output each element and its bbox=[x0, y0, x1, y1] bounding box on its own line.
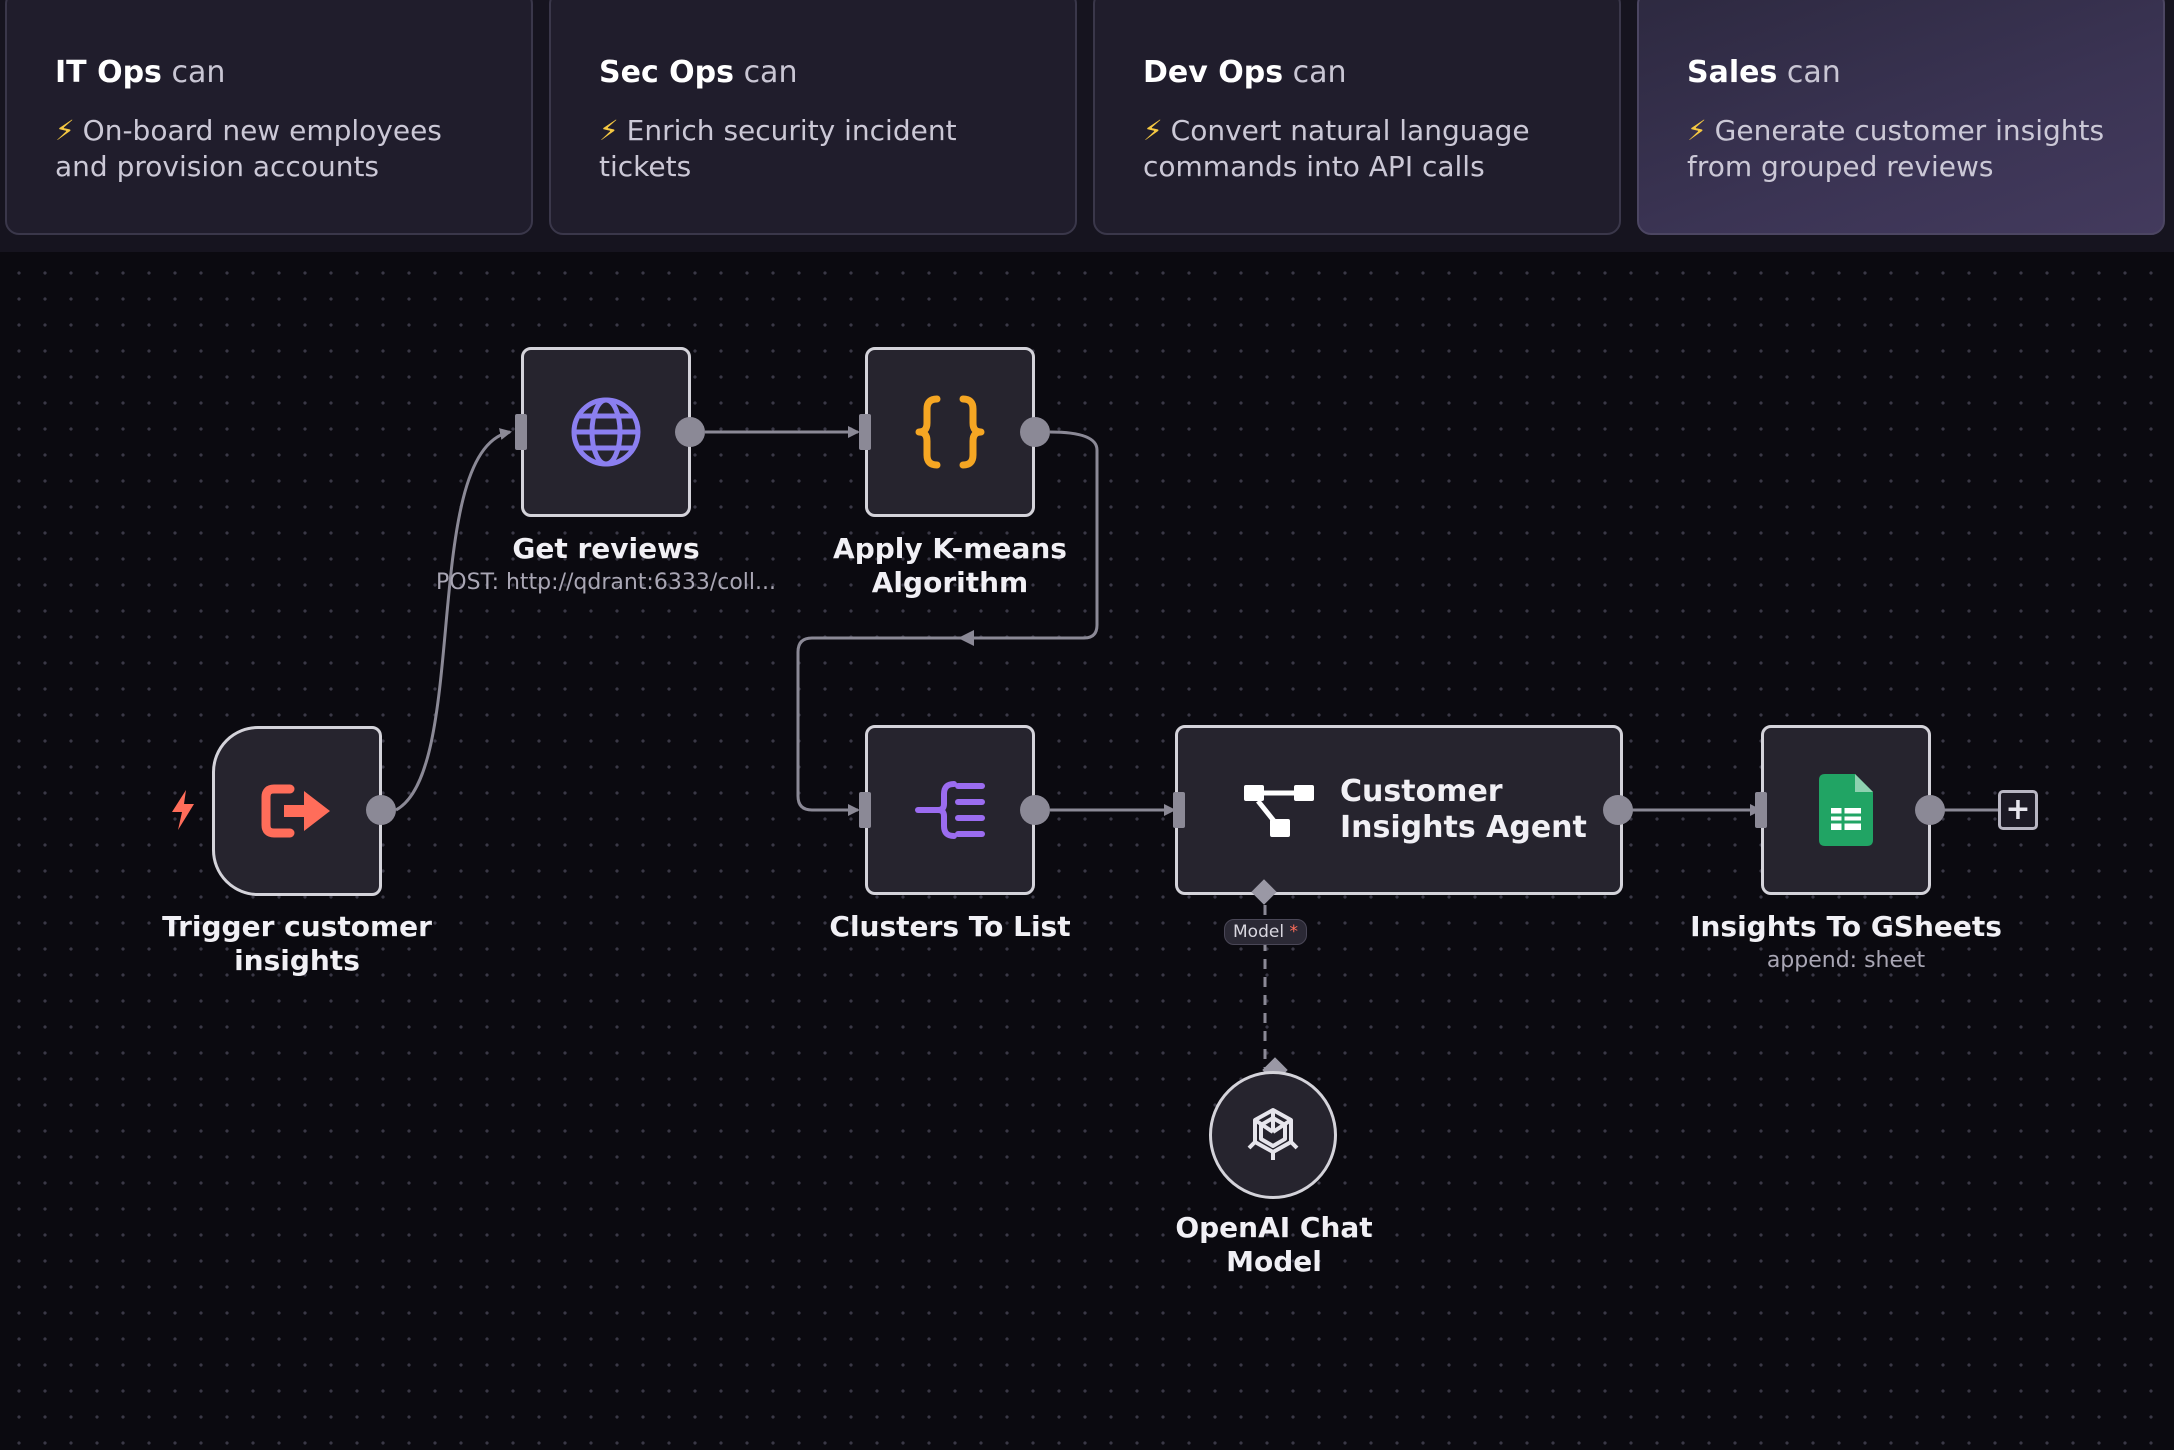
node-label: Apply K-means Algorithm bbox=[833, 532, 1067, 599]
get-reviews-output-port[interactable] bbox=[675, 417, 705, 447]
use-case-card-it-ops[interactable]: IT Ops can ⚡On-board new employees and p… bbox=[5, 0, 533, 235]
add-node-button[interactable]: + bbox=[1998, 790, 2038, 830]
use-case-title: Sales can bbox=[1687, 55, 1841, 90]
node-trigger-customer-insights[interactable] bbox=[212, 726, 382, 896]
use-case-card-sales[interactable]: Sales can ⚡Generate customer insights fr… bbox=[1637, 0, 2165, 235]
use-case-card-sec-ops[interactable]: Sec Ops can ⚡Enrich security incident ti… bbox=[549, 0, 1077, 235]
use-case-title: IT Ops can bbox=[55, 55, 226, 90]
node-clusters-to-list[interactable] bbox=[865, 725, 1035, 895]
use-case-strip: IT Ops can ⚡On-board new employees and p… bbox=[0, 0, 2174, 252]
trigger-bolt-icon bbox=[172, 790, 194, 830]
agent-robot-icon bbox=[1244, 785, 1314, 837]
node-subtitle: POST: http://qdrant:6333/coll... bbox=[436, 570, 776, 595]
node-label: Insights To GSheets bbox=[1690, 910, 2002, 943]
node-apply-kmeans[interactable] bbox=[865, 347, 1035, 517]
model-connector-tag: Model * bbox=[1224, 919, 1307, 945]
openai-icon bbox=[1247, 1108, 1299, 1160]
gsheets-output-port[interactable] bbox=[1915, 795, 1945, 825]
node-label: Customer Insights Agent bbox=[1340, 774, 1587, 845]
node-label: OpenAI Chat Model bbox=[1175, 1211, 1373, 1278]
use-case-title: Sec Ops can bbox=[599, 55, 798, 90]
use-case-description: ⚡Convert natural language commands into … bbox=[1143, 114, 1530, 183]
split-out-icon bbox=[915, 781, 985, 839]
clusters-input-port[interactable] bbox=[859, 792, 871, 828]
use-case-card-dev-ops[interactable]: Dev Ops can ⚡Convert natural language co… bbox=[1093, 0, 1621, 235]
node-insights-to-gsheets[interactable] bbox=[1761, 725, 1931, 895]
lightning-icon: ⚡ bbox=[599, 114, 619, 147]
connection-kmeans-to-clusters[interactable] bbox=[796, 430, 1099, 816]
clusters-output-port[interactable] bbox=[1020, 795, 1050, 825]
agent-input-port[interactable] bbox=[1173, 792, 1185, 828]
kmeans-input-port[interactable] bbox=[859, 414, 871, 450]
node-openai-chat-model[interactable] bbox=[1209, 1071, 1337, 1199]
node-label: Get reviews bbox=[512, 532, 700, 565]
connection-trigger-to-get-reviews[interactable] bbox=[395, 428, 512, 812]
node-customer-insights-agent[interactable]: Customer Insights Agent bbox=[1175, 725, 1623, 895]
get-reviews-input-port[interactable] bbox=[515, 414, 527, 450]
node-label: Clusters To List bbox=[829, 910, 1071, 943]
use-case-description: ⚡Enrich security incident tickets bbox=[599, 114, 957, 183]
gsheets-input-port[interactable] bbox=[1755, 792, 1767, 828]
node-subtitle: append: sheet bbox=[1766, 948, 1926, 973]
use-case-description: ⚡On-board new employees and provision ac… bbox=[55, 114, 442, 183]
lightning-icon: ⚡ bbox=[1143, 114, 1163, 147]
kmeans-output-port[interactable] bbox=[1020, 417, 1050, 447]
google-sheets-icon bbox=[1819, 774, 1873, 846]
globe-icon bbox=[571, 397, 641, 467]
trigger-output-port[interactable] bbox=[366, 795, 396, 825]
use-case-title: Dev Ops can bbox=[1143, 55, 1347, 90]
sign-out-arrow-icon bbox=[261, 784, 330, 838]
lightning-icon: ⚡ bbox=[55, 114, 75, 147]
code-braces-icon bbox=[915, 395, 985, 469]
node-label: Trigger customer insights bbox=[162, 910, 432, 977]
node-get-reviews[interactable] bbox=[521, 347, 691, 517]
agent-output-port[interactable] bbox=[1603, 795, 1633, 825]
use-case-description: ⚡Generate customer insights from grouped… bbox=[1687, 114, 2105, 183]
lightning-icon: ⚡ bbox=[1687, 114, 1707, 147]
